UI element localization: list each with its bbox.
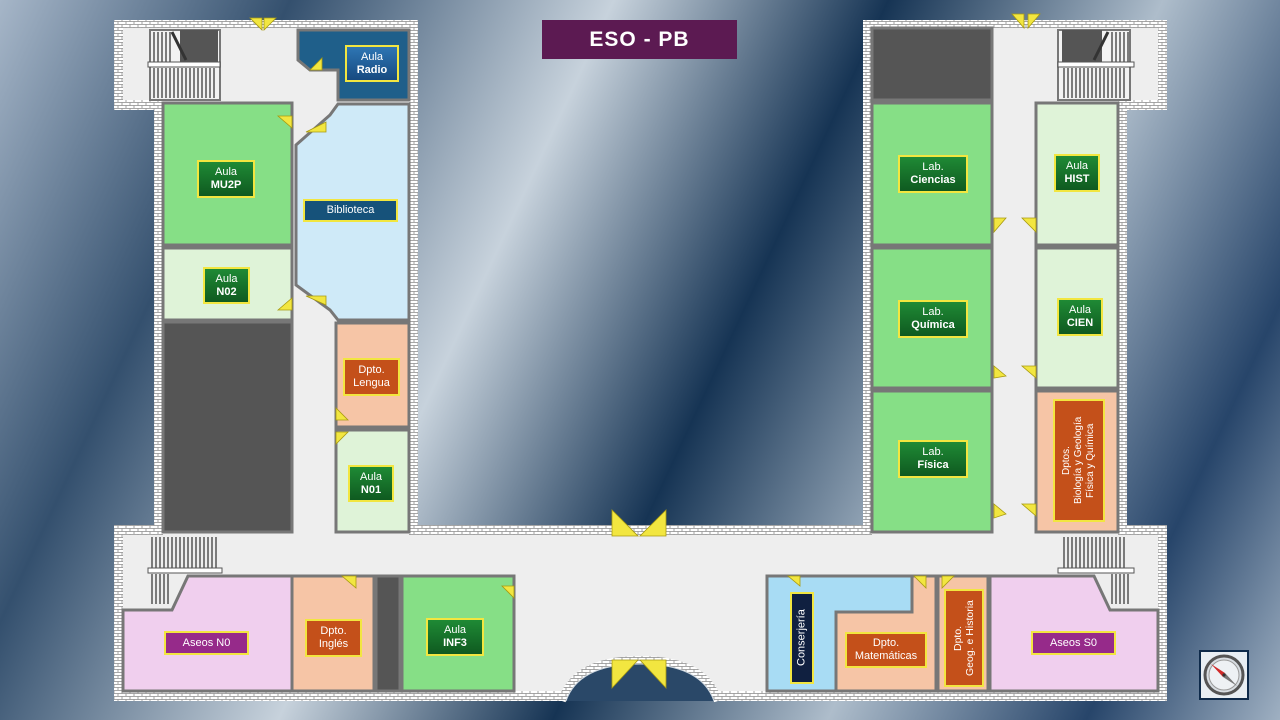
room-label-line: Aula [359, 470, 383, 483]
room-label-dpto-matematicas[interactable]: Dpto.Matemáticas [845, 632, 927, 668]
room-label-dptos-ciencias[interactable]: Dptos. Biología y Geología Física y Quím… [1053, 399, 1105, 522]
room-label-line: Aula [1068, 304, 1092, 316]
room-label-code: N02 [216, 285, 237, 298]
room-label-aseos-n0[interactable]: Aseos N0 [164, 631, 249, 655]
room-label-code: CIEN [1066, 317, 1094, 329]
room-label-line: Lab. [922, 306, 944, 318]
room-label-line: Lab. [922, 446, 944, 458]
room-label-line: Aula [215, 272, 238, 285]
room-label-code: INF3 [443, 637, 467, 649]
room-label-line: Lab. [922, 161, 944, 173]
room-label-line: Aula [214, 166, 238, 178]
room-label-code: Ciencias [910, 174, 956, 186]
room-label-lab-fisica[interactable]: Lab.Física [898, 440, 968, 478]
room-label-code: Física [917, 459, 949, 471]
room-label-line: Dpto. [320, 625, 347, 637]
room-label-dpto-geog-historia[interactable]: Dpto. Geog. e Historia [944, 589, 984, 687]
room-label-code: Matemáticas [854, 650, 918, 662]
room-label-line: Dpto. [872, 637, 900, 649]
room-label-dpto-ingles[interactable]: Dpto.Inglés [305, 619, 362, 657]
room-label-lab-quimica[interactable]: Lab.Química [898, 300, 968, 338]
room-label-biblioteca[interactable]: Biblioteca [303, 199, 398, 222]
room-label-line: Dpto. [358, 364, 385, 376]
room-label-aseos-s0[interactable]: Aseos S0 [1031, 631, 1116, 655]
room-label-line: Aula [1065, 160, 1089, 172]
compass-icon [1199, 650, 1249, 700]
room-label-line: Aula [443, 624, 467, 636]
room-label-code: N01 [360, 483, 382, 496]
room-label-lab-ciencias[interactable]: Lab.Ciencias [898, 155, 968, 193]
room-label-code: Lengua [353, 377, 390, 389]
room-label-code: Radio [356, 63, 388, 76]
doors [249, 13, 1041, 690]
left-wing-rooms [147, 28, 411, 534]
room-label-code: Inglés [318, 638, 349, 650]
room-label-dpto-lengua[interactable]: Dpto.Lengua [343, 358, 400, 396]
page-title: ESO - PB [542, 20, 737, 59]
room-label-code: Química [911, 319, 955, 331]
room-label-code: HIST [1064, 173, 1090, 185]
room-label-conserjeria[interactable]: Conserjería [790, 592, 814, 684]
room-label-line: Aula [360, 50, 384, 63]
room-label-code: MU2P [210, 179, 242, 191]
